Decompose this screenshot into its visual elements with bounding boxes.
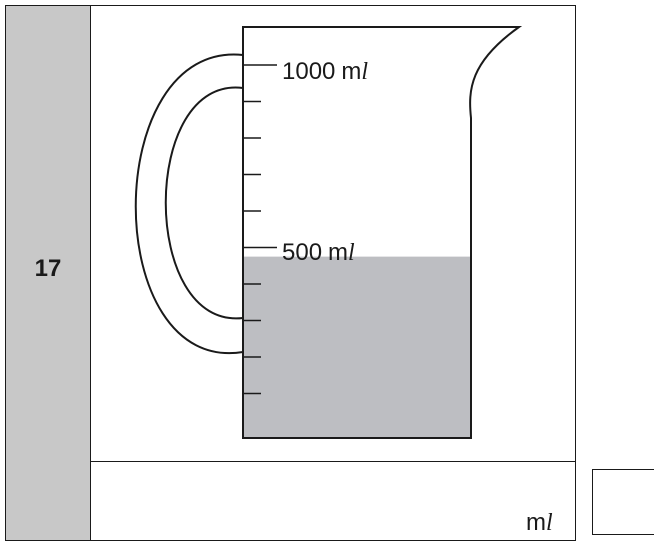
liquid-fill bbox=[243, 256, 471, 438]
mark-box[interactable] bbox=[592, 469, 654, 535]
question-number-column bbox=[5, 5, 91, 541]
jug-handle bbox=[134, 53, 244, 355]
question-number: 17 bbox=[34, 255, 62, 282]
jug-outline bbox=[242, 26, 523, 439]
question-frame bbox=[5, 5, 576, 541]
answer-unit-label: ml bbox=[526, 509, 553, 536]
answer-divider bbox=[90, 461, 576, 462]
scale-ticks bbox=[243, 64, 277, 395]
